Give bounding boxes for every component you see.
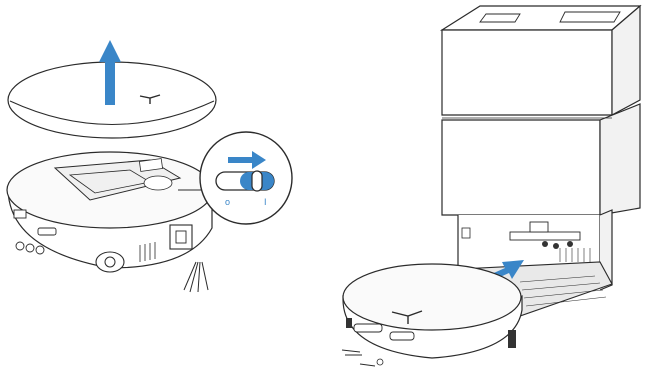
station-lid [442, 6, 640, 30]
robot-vacuum [7, 152, 213, 292]
station-upper-box [442, 30, 612, 115]
switch-on-label: I [264, 197, 267, 207]
station-lower-box [442, 120, 600, 215]
docking-robot [342, 264, 522, 366]
power-switch-knob[interactable] [252, 171, 262, 191]
switch-off-label: o [225, 197, 230, 207]
right-panel [342, 6, 640, 366]
left-panel: o I [7, 40, 292, 292]
side-brush [184, 262, 208, 292]
